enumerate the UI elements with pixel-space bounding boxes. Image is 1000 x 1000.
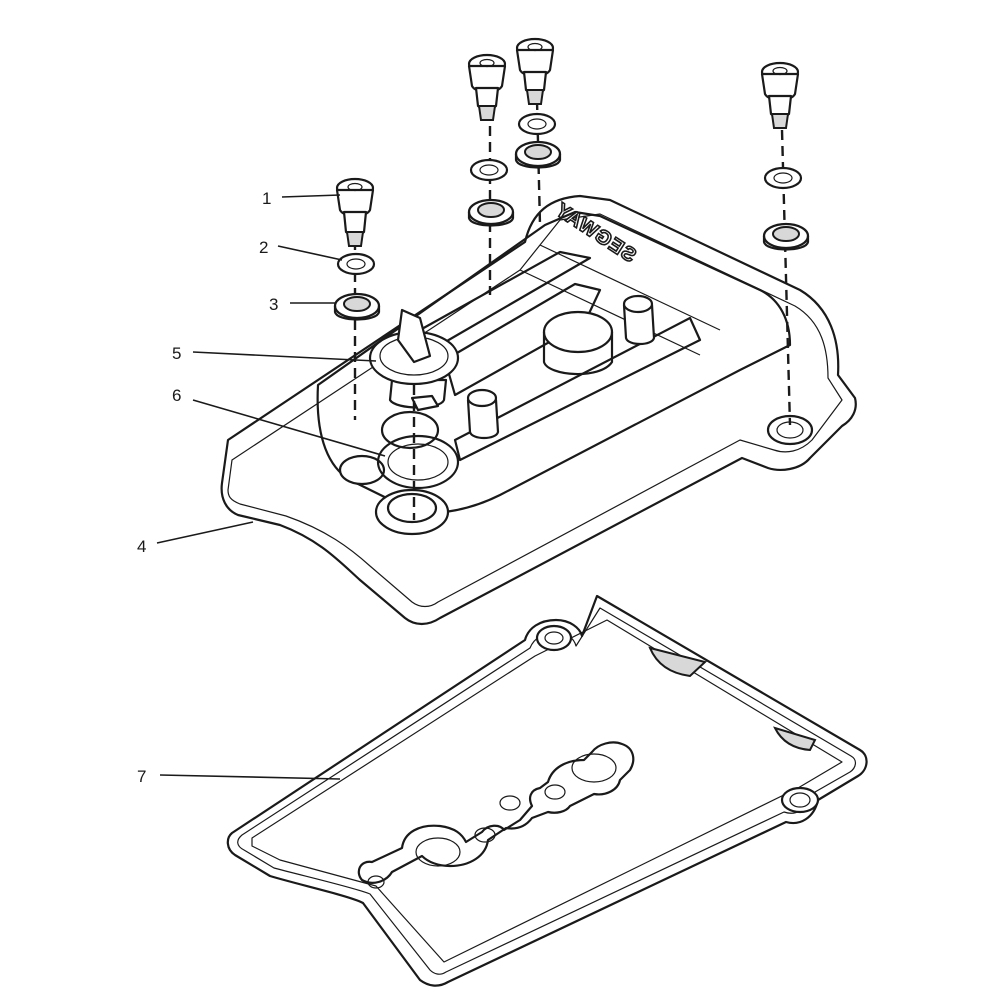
leader-line-6 bbox=[192, 399, 386, 457]
oil-filler-cap bbox=[368, 308, 460, 412]
callout-group: 1 2 3 4 5 6 7 bbox=[137, 189, 386, 786]
leader-line-4 bbox=[156, 521, 254, 544]
callout-1: 1 bbox=[262, 189, 271, 208]
callout-5: 5 bbox=[172, 344, 181, 363]
leader-line-7 bbox=[159, 774, 341, 780]
leader-line-5 bbox=[192, 351, 377, 362]
bolt-stack-d bbox=[760, 61, 810, 426]
valve-cover: SEGWAY bbox=[220, 194, 857, 626]
leader-line-2 bbox=[277, 245, 343, 261]
o-ring bbox=[376, 434, 460, 490]
bolt-stack-c bbox=[514, 37, 562, 226]
callout-3: 3 bbox=[269, 295, 278, 314]
callout-2: 2 bbox=[259, 238, 268, 257]
bolt-stack-a bbox=[333, 177, 381, 420]
callout-4: 4 bbox=[137, 537, 146, 556]
valve-cover-gasket bbox=[226, 594, 868, 987]
leader-line-1 bbox=[281, 194, 341, 198]
callout-6: 6 bbox=[172, 386, 181, 405]
bolt-stack-b bbox=[467, 53, 515, 295]
callout-7: 7 bbox=[137, 767, 146, 786]
